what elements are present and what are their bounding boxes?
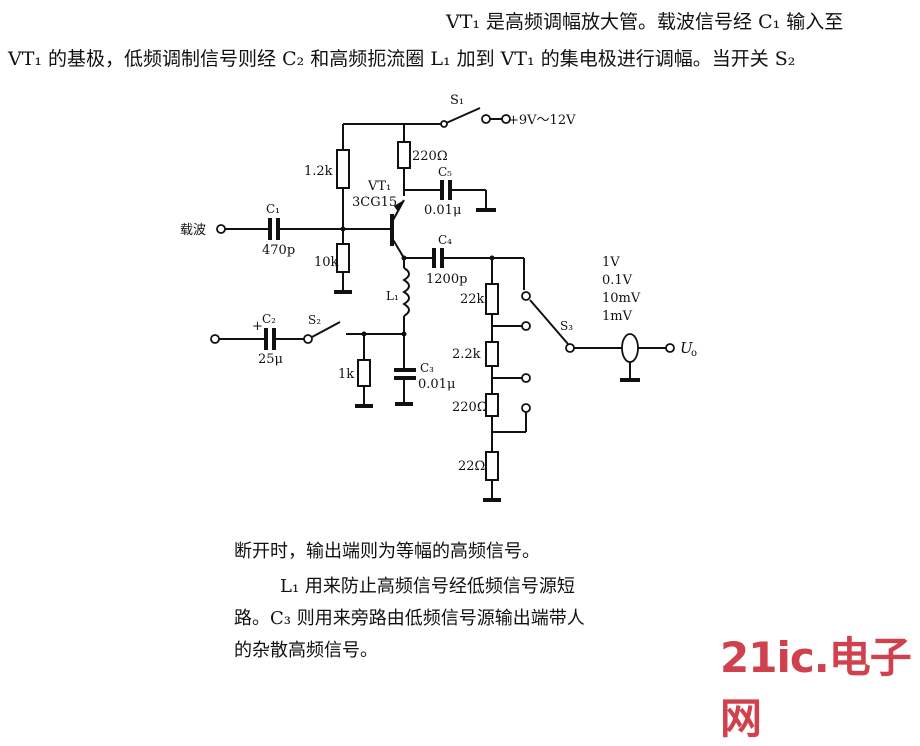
attenuator-ladder xyxy=(483,255,531,502)
resistor-10k xyxy=(336,243,350,273)
out-10mv-label: 10mV xyxy=(602,291,641,306)
resistor-1-2k xyxy=(336,149,350,189)
lf-input-terminal[interactable] xyxy=(210,334,220,344)
c4-value: 1200p xyxy=(426,272,467,287)
supply-rail xyxy=(342,123,444,150)
inductor-l1 xyxy=(402,258,410,334)
c3-label: C₃ xyxy=(420,361,434,375)
supply-label: +9V～12V xyxy=(508,113,576,128)
r-220-top-label: 220Ω xyxy=(412,149,448,164)
out-1mv-label: 1mV xyxy=(602,309,633,324)
carrier-label: 载波 xyxy=(180,223,206,238)
r-220-mid-label: 220Ω xyxy=(452,400,488,415)
c2-value: 25μ xyxy=(258,352,283,367)
switch-s2[interactable] xyxy=(303,321,404,344)
capacitor-c5 xyxy=(404,180,496,212)
site-logo: 21ic.电子网 xyxy=(720,633,912,743)
rotary-selector-switch-icon[interactable] xyxy=(529,299,622,353)
caption-bottom-line-1: 断开时，输出端则为等幅的高频信号。 xyxy=(234,541,540,562)
caption-bottom-line-4: 的杂散高频信号。 xyxy=(234,640,378,661)
resistor-220-top xyxy=(397,141,411,169)
vt1-label: VT₁ xyxy=(367,179,391,194)
r-1k-label: 1k xyxy=(338,367,354,382)
carrier-input-terminal[interactable] xyxy=(216,224,226,234)
vt1-model: 3CG15 xyxy=(352,195,397,210)
r-22-label: 22Ω xyxy=(458,459,485,474)
c4-label: C₄ xyxy=(438,233,452,247)
switch-s1[interactable] xyxy=(440,107,511,128)
r-2-2k-label: 2.2k xyxy=(452,347,481,362)
c1-label: C₁ xyxy=(266,202,280,216)
capacitor-c2 xyxy=(219,328,304,350)
capacitor-c1 xyxy=(225,218,343,240)
c2-label: C₂ xyxy=(262,312,276,326)
caption-top-line-2: VT₁ 的基极，低频调制信号则经 C₂ 和高频扼流圈 L₁ 加到 VT₁ 的集电… xyxy=(8,48,796,70)
c1-value: 470p xyxy=(262,243,295,258)
caption-top-line-1: VT₁ 是高频调幅放大管。载波信号经 C₁ 输入至 xyxy=(446,11,844,33)
output-connector xyxy=(620,333,666,382)
r-1-2k-label: 1.2k xyxy=(304,164,333,179)
c3-value: 0.01μ xyxy=(418,377,455,392)
c5-label: C₅ xyxy=(438,165,452,179)
caption-bottom-line-2: L₁ 用来防止高频信号经低频信号源短 xyxy=(280,576,575,597)
c5-value: 0.01μ xyxy=(424,203,461,218)
r-22k-label: 22k xyxy=(460,292,485,307)
r-10k-label: 10k xyxy=(314,255,339,270)
s2-label: S₂ xyxy=(308,313,321,327)
c2-plus: + xyxy=(252,319,263,334)
capacitor-c4 xyxy=(432,248,492,268)
caption-bottom-line-3: 路。C₃ 则用来旁路由低频信号源输出端带人 xyxy=(234,608,585,629)
s1-label: S₁ xyxy=(450,93,464,108)
uo-subscript: o xyxy=(691,348,697,359)
s3-label: S₃ xyxy=(560,319,573,333)
out-0-1v-label: 0.1V xyxy=(602,273,633,288)
circuit-diagram: S₁ +9V～12V 220Ω C₅ 0.01μ VT₁ 3CG15 1.2k … xyxy=(180,93,697,502)
output-terminal[interactable] xyxy=(665,343,675,353)
l1-label: L₁ xyxy=(386,289,399,303)
capacitor-c3 xyxy=(394,334,416,406)
out-1v-label: 1V xyxy=(602,255,620,270)
resistor-1k xyxy=(357,359,371,387)
uo-label: U xyxy=(680,339,694,357)
